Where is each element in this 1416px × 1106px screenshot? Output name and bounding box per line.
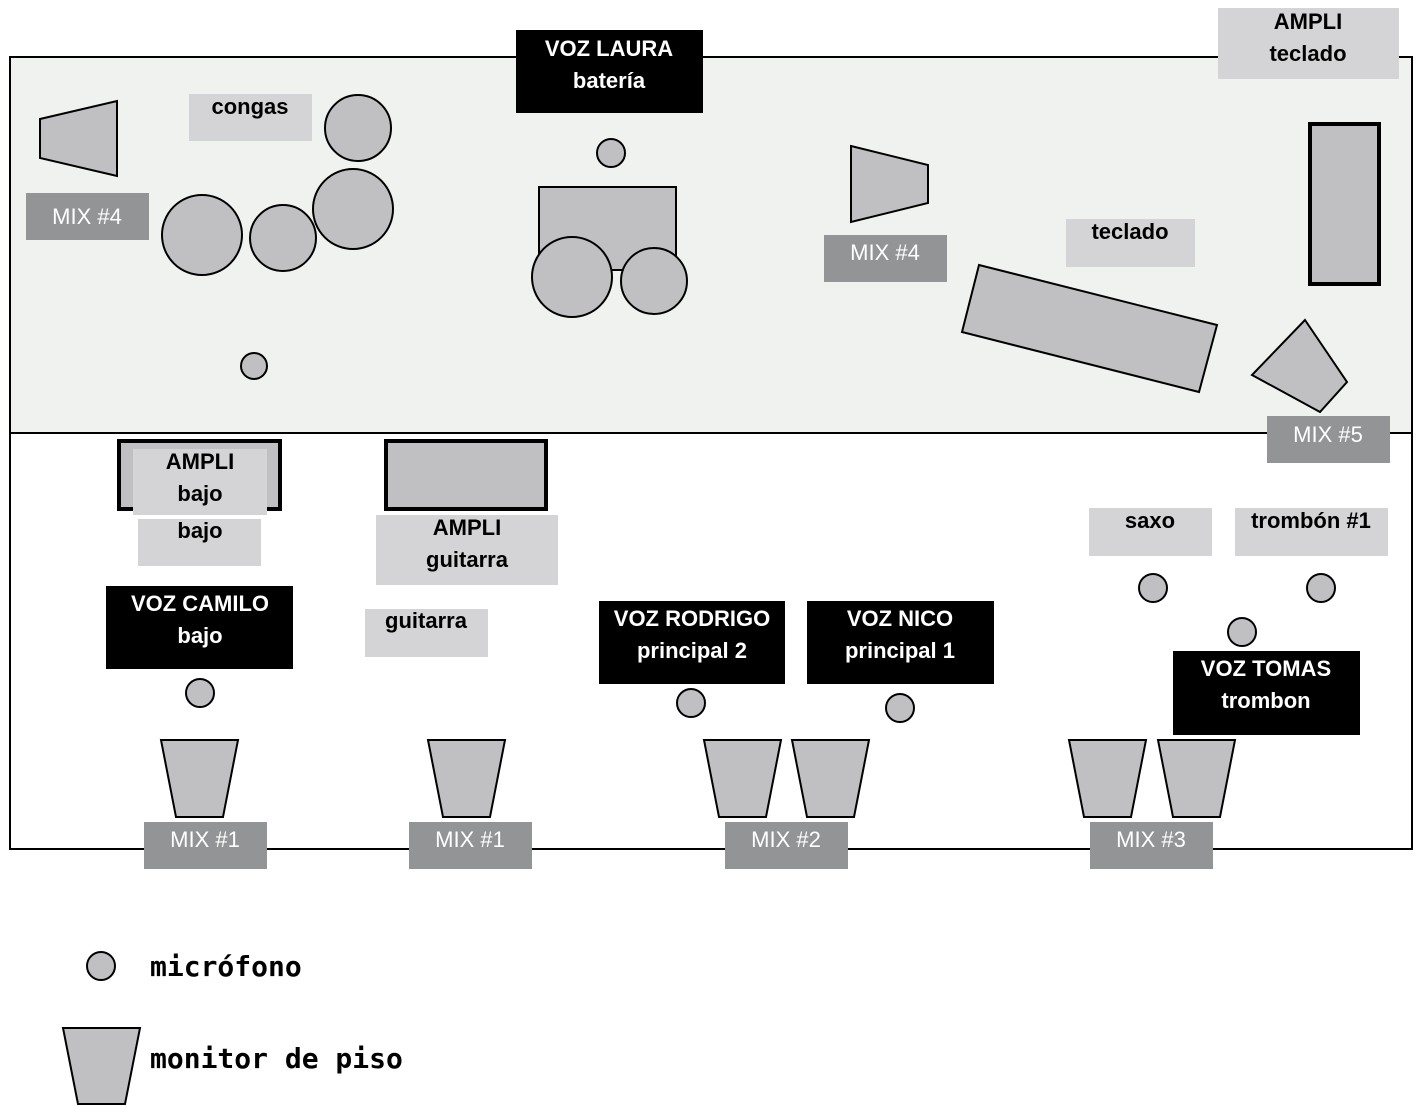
conga-drum [324, 94, 392, 162]
conga-drum [161, 194, 243, 276]
trombon-1-label: trombón #1 [1251, 508, 1371, 533]
legend-floor-monitor-label: monitor de piso [150, 1042, 403, 1075]
teclado-label-bg [1066, 219, 1195, 267]
mix1-b-label: MIX #1 [435, 827, 505, 852]
drum-bass [531, 236, 613, 318]
monitor-wedge-mix2-a [702, 739, 783, 818]
conga-drum [312, 168, 394, 250]
monitor-wedge-mix4-center [850, 144, 929, 224]
microphone-icon [185, 678, 215, 708]
bajo-label: bajo [177, 518, 222, 543]
mix5-label: MIX #5 [1293, 422, 1363, 447]
microphone-icon [885, 693, 915, 723]
mix2-label: MIX #2 [751, 827, 821, 852]
mix4-center-label: MIX #4 [850, 240, 920, 265]
microphone-icon [1306, 573, 1336, 603]
mix4-center-label-bg [824, 235, 947, 282]
mix1-b-label-bg [409, 822, 532, 869]
microphone-icon [240, 352, 268, 380]
voz-camilo-label-bg [106, 586, 293, 669]
voz-nico-label-bg [807, 601, 994, 684]
voz-laura-label-line2: batería [573, 68, 646, 93]
monitor-wedge-mix2-b [790, 739, 871, 818]
ampli-bajo-label-bg [133, 449, 267, 515]
mix4-left-label: MIX #4 [52, 204, 122, 229]
voz-tomas-label-line2: trombon [1221, 688, 1310, 713]
drum-floor-tom [620, 247, 688, 315]
monitor-wedge-mix3-a [1067, 739, 1148, 818]
legend-microphone-icon [86, 951, 116, 981]
microphone-icon [1138, 573, 1168, 603]
microphone-icon [596, 138, 626, 168]
mix3-label: MIX #3 [1116, 827, 1186, 852]
ampli-teclado-label-bg [1218, 8, 1399, 79]
ampli-teclado-label-line2: teclado [1269, 41, 1346, 66]
voz-rodrigo-label-line1: VOZ RODRIGO [614, 606, 770, 631]
ampli-guitarra-label-line1: AMPLI [433, 515, 501, 540]
ampli-bajo-label-line2: bajo [177, 481, 222, 506]
voz-tomas-label-bg [1173, 651, 1360, 735]
voz-camilo-label-line2: bajo [177, 623, 222, 648]
trombon-1-label-bg [1235, 508, 1388, 556]
legend-floor-monitor-icon [61, 1027, 142, 1105]
ampli-guitarra-label-bg [376, 515, 558, 585]
voz-rodrigo-label-line2: principal 2 [637, 638, 747, 663]
microphone-icon [1227, 617, 1257, 647]
voz-laura-label-line1: VOZ LAURA [545, 36, 673, 61]
mix3-label-bg [1090, 822, 1213, 869]
monitor-wedge-mix1-a [159, 739, 240, 818]
microphone-icon [676, 688, 706, 718]
mix1-a-label: MIX #1 [170, 827, 240, 852]
monitor-wedge-mix1-b [426, 739, 507, 818]
amp-guitar [384, 439, 548, 511]
saxo-label: saxo [1125, 508, 1175, 533]
guitarra-label: guitarra [385, 608, 468, 633]
voz-nico-label-line2: principal 1 [845, 638, 955, 663]
monitor-wedge-mix5 [1250, 318, 1349, 414]
ampli-teclado-label-line1: AMPLI [1274, 9, 1342, 34]
guitarra-label-bg [365, 609, 488, 657]
congas-label: congas [211, 94, 288, 119]
amp-keyboard [1308, 122, 1381, 286]
congas-label-bg [189, 94, 312, 141]
legend-microphone-label: micrófono [150, 950, 302, 983]
mix1-a-label-bg [144, 822, 267, 869]
voz-nico-label-line1: VOZ NICO [847, 606, 953, 631]
mix2-label-bg [725, 822, 848, 869]
teclado-label: teclado [1091, 219, 1168, 244]
monitor-wedge-mix3-b [1156, 739, 1237, 818]
mix5-label-bg [1267, 416, 1390, 463]
saxo-label-bg [1089, 508, 1212, 556]
conga-drum [249, 204, 317, 272]
voz-rodrigo-label-bg [599, 601, 785, 684]
ampli-guitarra-label-line2: guitarra [426, 547, 509, 572]
voz-laura-label-bg [516, 30, 703, 113]
voz-tomas-label-line1: VOZ TOMAS [1201, 656, 1331, 681]
mix4-left-label-bg [26, 193, 149, 240]
keyboard-instrument [960, 263, 1219, 394]
bajo-label-bg [138, 519, 261, 566]
ampli-bajo-label-line1: AMPLI [166, 449, 234, 474]
monitor-wedge-mix4-left [39, 99, 118, 178]
voz-camilo-label-line1: VOZ CAMILO [131, 591, 269, 616]
